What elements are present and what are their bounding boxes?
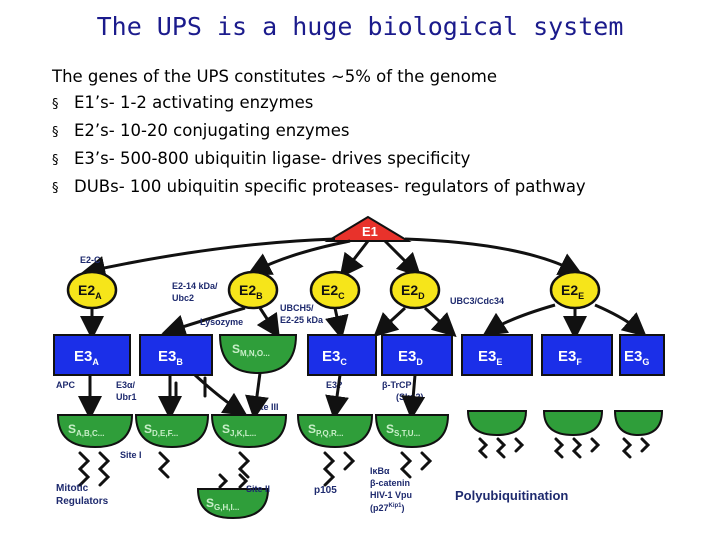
site1-label: Site I [120,450,142,460]
bullet-list: The genes of the UPS constitutes ~5% of … [52,64,586,202]
e3-label: E3F [558,348,582,367]
substrate-label: SM,N,O... [232,342,270,358]
site2-label: Site II [246,484,270,494]
lysozyme-label: Lysozyme [200,317,243,327]
e3-to-substrate-arrows [78,372,426,420]
bullet-item: § E3’s- 500-800 ubiquitin ligase- drives … [52,146,586,174]
substrate-label: SG,H,I... [206,496,239,512]
e2-label: E2E [561,282,584,301]
e3-label: E3G [624,348,649,367]
bullet-marker: § [52,153,59,168]
e2-node: E2B [227,270,279,310]
ubc3-label: UBC3/Cdc34 [450,296,504,306]
substrate-label: SS,T,U... [386,422,420,438]
e2-label: E2C [321,282,345,301]
e3q-label: E3? [326,380,343,390]
hiv-label: HIV-1 Vpu [370,490,412,500]
apc-label: APC [56,380,76,390]
e2-node: E2A [66,270,118,310]
p105-label: p105 [314,485,337,496]
bullet-marker: § [52,97,59,112]
e2-25kda-label: E2-25 kDa [280,315,324,325]
e2-14kda-label: E2-14 kDa/ [172,281,218,291]
e3-label: E3D [398,348,423,367]
intro-line: The genes of the UPS constitutes ~5% of … [52,67,498,86]
bullet-text: DUBs- 100 ubiquitin specific proteases- … [74,177,586,196]
e2-to-e3-arrows [80,303,647,340]
substrate-bowl: SJ,K,L... [210,414,288,449]
e2-node: E2D [389,270,441,310]
regulators-label: Regulators [56,496,109,507]
e3alpha-label: E3α/ [116,380,136,390]
substrate-bowl: SG,H,I... [196,488,270,520]
e2c-label: E2-C [80,255,101,265]
bcatenin-label: β-catenin [370,478,410,488]
e3-node: E3C [307,334,377,376]
e3-label: E3E [478,348,502,367]
e3-node: E3G [619,334,665,376]
ubr1-label: Ubr1 [116,392,137,402]
e2-label: E2B [239,282,263,301]
substrate-label: SD,E,F... [144,422,178,438]
ikba-label: IκBα [370,466,390,476]
polyubiquitination-label: Polyubiquitination [455,488,568,503]
substrate-bowl: SA,B,C... [56,414,134,449]
e3-node: E3B [139,334,213,376]
bullet-marker: § [52,181,59,196]
bullet-marker: § [52,125,59,140]
substrate-bowl: SS,T,U... [374,414,450,449]
bullet-item: § DUBs- 100 ubiquitin specific proteases-… [52,174,586,202]
skp2-label: (Skp2) [396,392,424,402]
e3-node: E3D [381,334,453,376]
e3-node: E3E [461,334,533,376]
ups-pathway-diagram: E1 E2A E2B E2C E2D E2E E2 [53,215,665,520]
ubch5-label: UBCH5/ [280,303,314,313]
e1-label: E1 [362,224,378,239]
substrate-label: SA,B,C... [68,422,104,438]
substrate-bowl-small [466,410,664,437]
substrate-label: SJ,K,L... [222,422,256,438]
e1-to-e2-arrows [81,237,584,280]
bullet-item: § E2’s- 10-20 conjugating enzymes [52,118,586,146]
e2-node: E2C [309,270,361,310]
bullet-text: E1’s- 1-2 activating enzymes [74,93,314,112]
e3-label: E3C [322,348,347,367]
e3-node: E3F [541,334,613,376]
polyubiquitin-chains [77,376,651,489]
e3-label: E3B [158,348,183,367]
e3-label: E3A [74,348,99,367]
substrate-bowl: SP,Q,R... [296,414,374,449]
substrate-bowl: SM,N,O... [218,334,298,375]
ubc2-label: Ubc2 [172,293,194,303]
bullet-text: E3’s- 500-800 ubiquitin ligase- drives s… [74,149,471,168]
e2-label: E2A [78,282,102,301]
slide-title: The UPS is a huge biological system [96,12,624,41]
e2-label: E2D [401,282,425,301]
e3-node: E3A [53,334,131,376]
p27-label: (p27Kip1) [370,503,405,513]
substrate-bowl: SD,E,F... [134,414,210,449]
bullet-text: E2’s- 10-20 conjugating enzymes [74,121,350,140]
e2-node: E2E [549,270,601,310]
mitotic-label: Mitotic [56,483,89,494]
substrate-label: SP,Q,R... [308,422,343,438]
btrcp-label: β-TrCP [382,380,412,390]
bullet-item: § E1’s- 1-2 activating enzymes [52,90,586,118]
